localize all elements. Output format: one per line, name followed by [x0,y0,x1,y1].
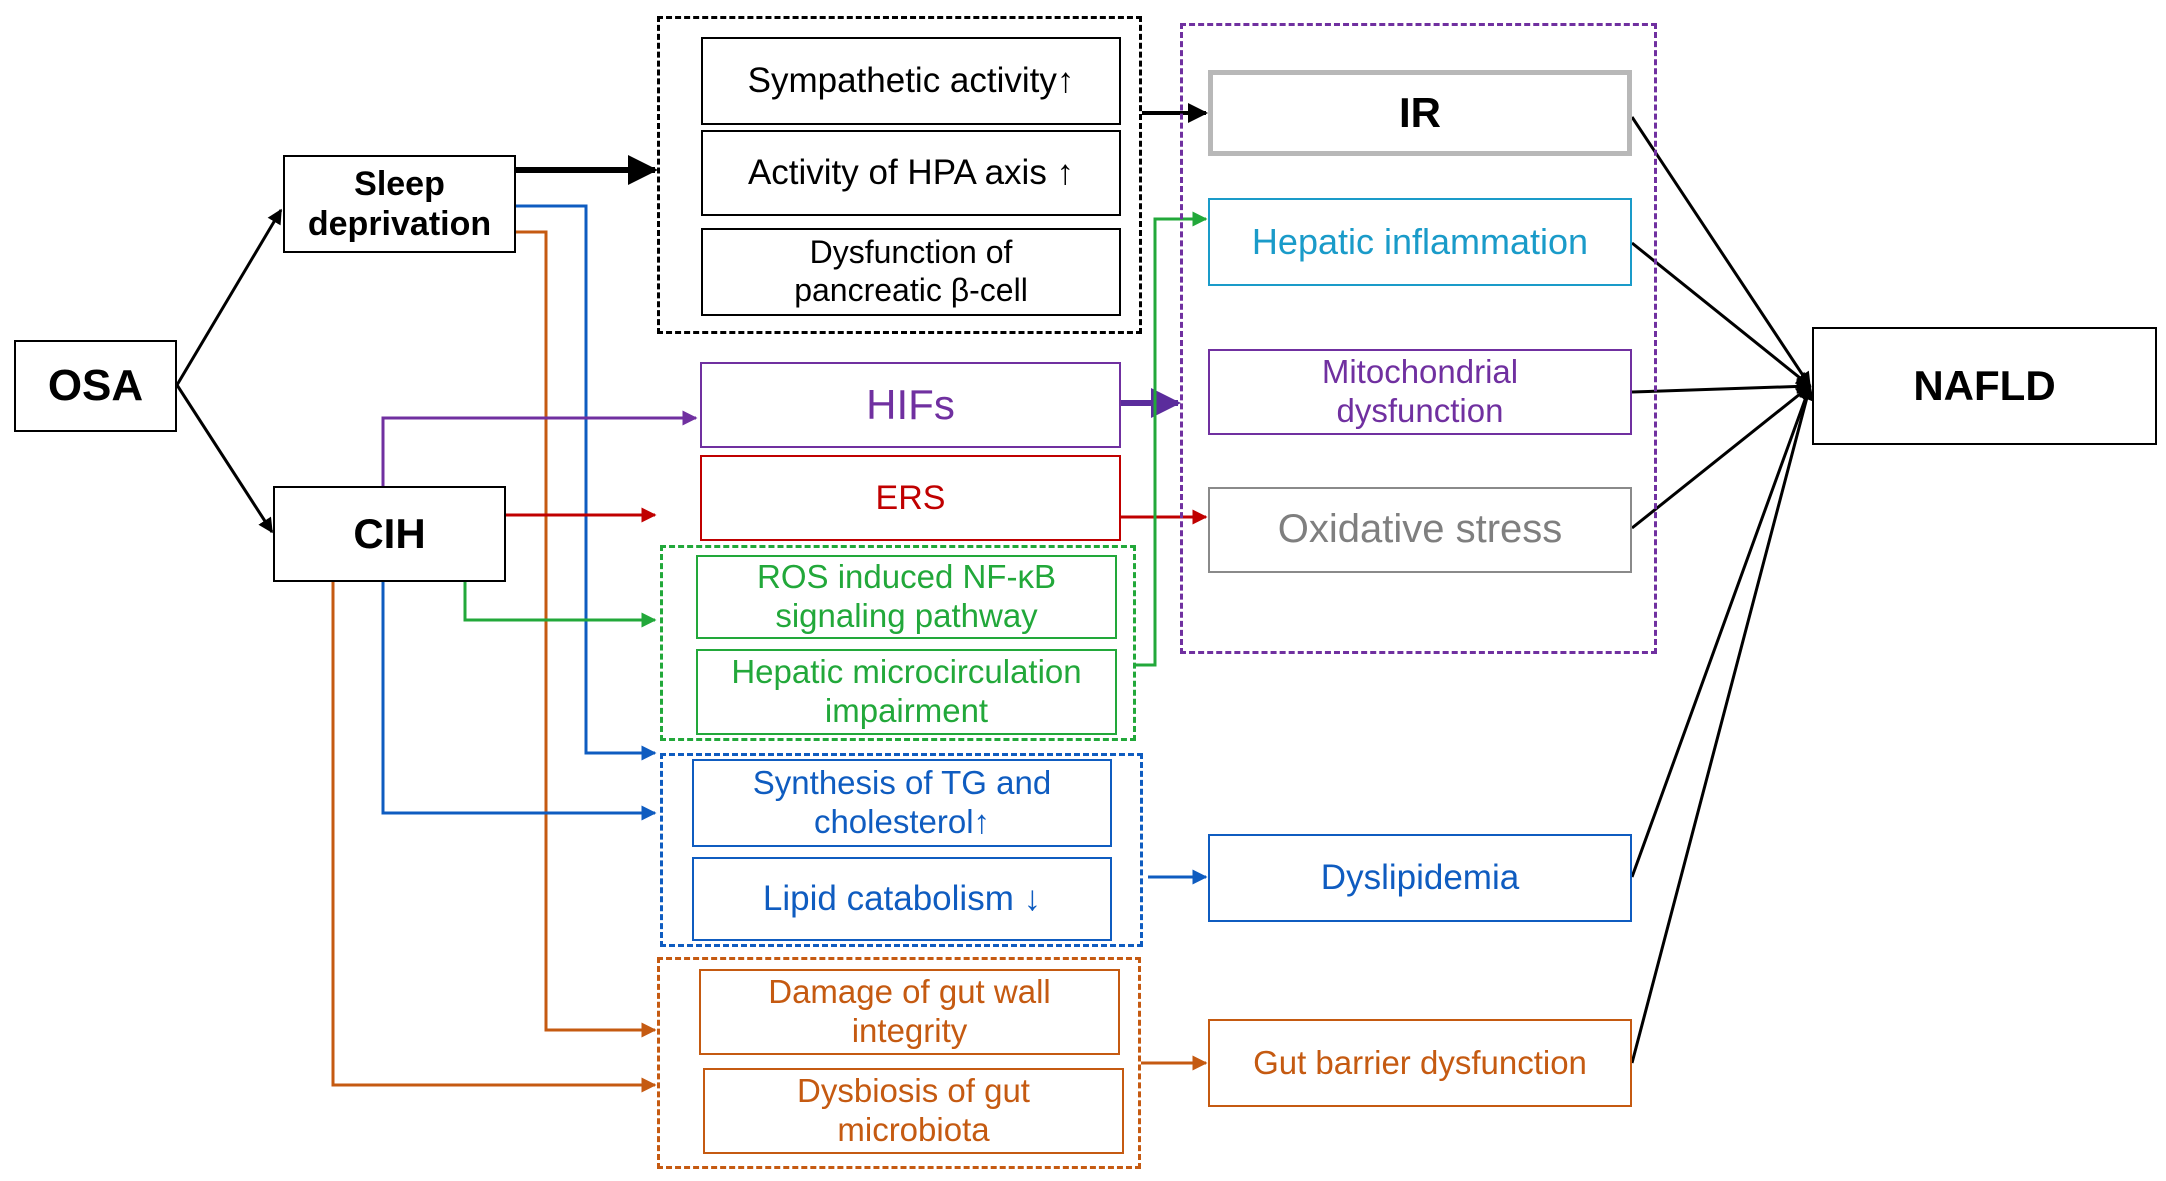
osa-to-cih-arrow [175,384,274,534]
cih-to-dysbiosis-line [331,582,657,1093]
sympathetic-activity-label: Sympathetic activity↑ [747,61,1075,101]
cih-label: CIH [353,510,426,558]
oxidative-stress-node: Oxidative stress [1208,487,1632,573]
gut-barrier-to-nafld-arrow [1630,384,1814,1064]
inflammation-to-nafld-arrow [1631,241,1812,388]
ers-label: ERS [875,478,946,517]
dyslipidemia-label: Dyslipidemia [1320,858,1520,898]
mitochondrial-to-nafld-arrow [1631,378,1812,394]
mitochondrial-label-line1: Mitochondrial [1321,353,1519,391]
lipid-catabolism-label: Lipid catabolism ↓ [762,879,1042,919]
tg-cholesterol-label-line1: Synthesis of TG and [752,764,1052,802]
gut-dysbiosis-label-line2: microbiota [837,1111,990,1148]
lipid-metabolism-group [660,753,1143,947]
nafld-label: NAFLD [1913,362,2056,410]
mitochondrial-label-line2: dysfunction [1336,392,1504,429]
ros-nfkb-label-line1: ROS induced NF-κB [757,558,1056,596]
sleep-deprivation-label-line2: deprivation [307,205,492,243]
beta-cell-dysfunction-node: Dysfunction of pancreatic β-cell [701,228,1121,316]
sleep-to-gut-wall-line [516,230,657,1038]
gut-dysbiosis-label-line1: Dysbiosis of gut [797,1072,1030,1110]
gut-wall-damage-node: Damage of gut wall integrity [699,969,1120,1055]
gut-barrier-dysfunction-node: Gut barrier dysfunction [1208,1019,1632,1107]
ros-nfkb-node: ROS induced NF-κB signaling pathway [696,555,1117,639]
gut-group [657,957,1141,1169]
osa-to-sleep-arrow [175,208,283,386]
tg-cholesterol-label-line2: cholesterol↑ [813,803,991,840]
sympathetic-activity-node: Sympathetic activity↑ [701,37,1121,125]
dyslipidemia-node: Dyslipidemia [1208,834,1632,922]
ros-nfkb-label-line2: signaling pathway [775,597,1038,634]
sleep-deprivation-node: Sleep deprivation [283,155,516,253]
neuroendocrine-group [657,16,1142,334]
hifs-label: HIFs [866,381,955,429]
tg-cholesterol-synthesis-node: Synthesis of TG and cholesterol↑ [692,759,1112,847]
oxidative-stress-label: Oxidative stress [1277,507,1563,552]
hepatic-microcirculation-label-line1: Hepatic microcirculation [731,653,1082,691]
cih-to-lipid-line [381,582,657,821]
hepatic-microcirculation-node: Hepatic microcirculation impairment [696,649,1117,735]
cih-to-ros-line [463,582,657,628]
osa-node: OSA [14,340,177,432]
beta-cell-label-line2: pancreatic β-cell [794,272,1028,308]
cih-node: CIH [273,486,506,582]
oxidative-stress-to-nafld-arrow [1631,384,1812,530]
lipid-catabolism-node: Lipid catabolism ↓ [692,857,1112,941]
gut-wall-label-line1: Damage of gut wall [768,973,1051,1011]
osa-label: OSA [47,361,144,411]
sleep-to-tg-synthesis-line [516,204,657,761]
oxidative-microcirculation-group [660,545,1136,741]
dyslipidemia-to-nafld-arrow [1630,384,1813,878]
hpa-axis-node: Activity of HPA axis ↑ [701,130,1121,216]
ers-node: ERS [700,455,1121,541]
hepatic-inflammation-label: Hepatic inflammation [1251,220,1589,262]
ir-to-nafld-arrow [1630,116,1812,388]
gut-wall-label-line2: integrity [851,1012,968,1049]
hepatic-microcirculation-label-line2: impairment [824,692,989,729]
ir-label: IR [1399,89,1441,137]
beta-cell-label-line1: Dysfunction of [809,234,1013,271]
nafld-node: NAFLD [1812,327,2157,445]
ir-node: IR [1208,70,1632,156]
cih-to-hifs-line [381,410,698,486]
mitochondrial-dysfunction-node: Mitochondrial dysfunction [1208,349,1632,435]
sleep-deprivation-label-line1: Sleep [354,164,445,203]
liver-outcomes-group [1180,23,1657,654]
gut-dysbiosis-node: Dysbiosis of gut microbiota [703,1068,1124,1154]
hepatic-inflammation-node: Hepatic inflammation [1208,198,1632,286]
hifs-node: HIFs [700,362,1121,448]
hpa-axis-label: Activity of HPA axis ↑ [747,153,1075,193]
gut-barrier-label: Gut barrier dysfunction [1253,1043,1587,1081]
